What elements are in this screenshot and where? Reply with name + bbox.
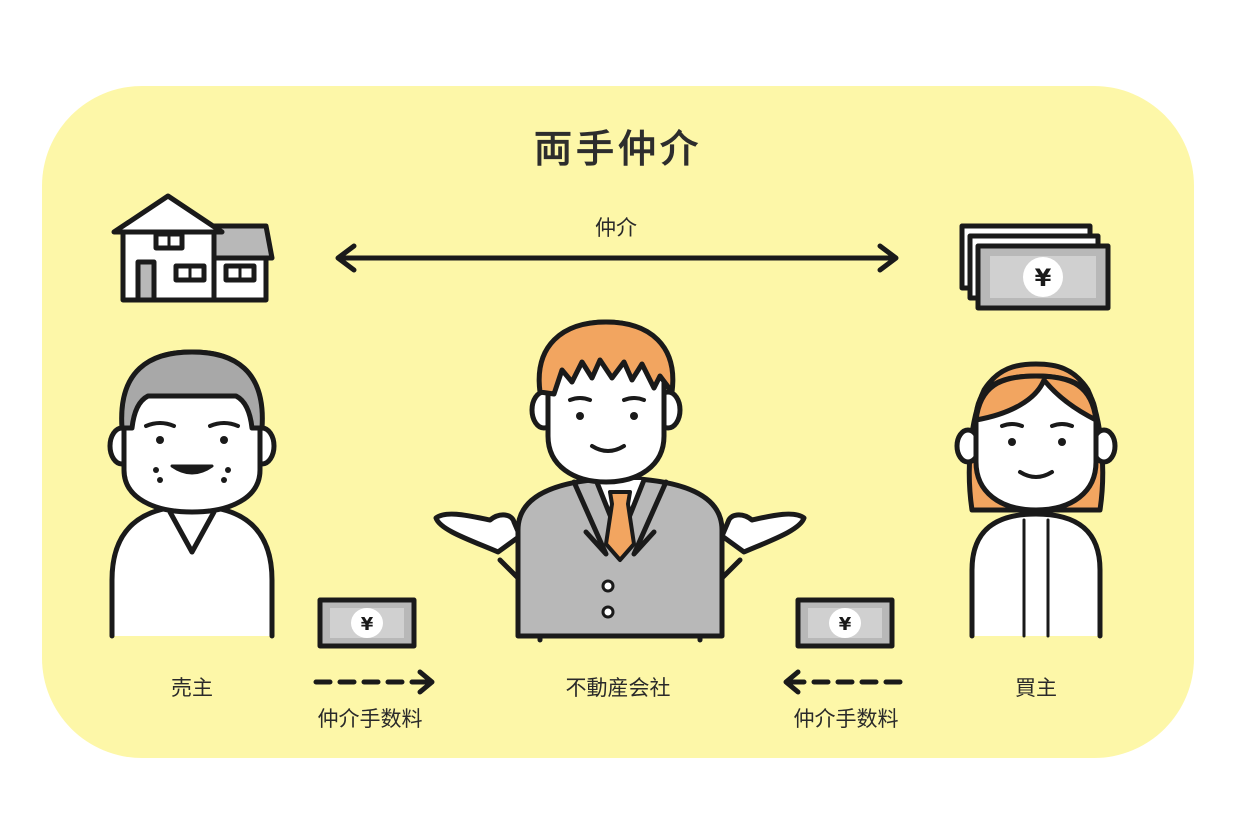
double-arrow-icon <box>335 243 899 273</box>
money-stack-icon: ¥ <box>959 223 1111 311</box>
banknote-icon: ¥ <box>317 597 417 649</box>
mediation-label: 仲介 <box>595 216 637 240</box>
fee-label-right: 仲介手数料 <box>793 707 899 731</box>
company-label: 不動産会社 <box>565 676 671 700</box>
agent-figure <box>433 319 807 643</box>
yen-symbol: ¥ <box>1035 264 1052 292</box>
fee-label-left: 仲介手数料 <box>317 707 423 731</box>
seller-figure <box>107 349 277 639</box>
seller-label: 売主 <box>171 676 213 700</box>
banknote-icon: ¥ <box>795 597 895 649</box>
buyer-figure <box>954 361 1118 639</box>
dashed-arrow-icon <box>783 669 907 695</box>
dashed-arrow-icon <box>313 669 435 695</box>
yen-symbol: ¥ <box>839 614 852 635</box>
buyer-label: 買主 <box>1015 676 1057 700</box>
diagram-title: 両手仲介 <box>533 127 702 171</box>
house-icon <box>111 193 275 303</box>
yen-symbol: ¥ <box>361 614 374 635</box>
